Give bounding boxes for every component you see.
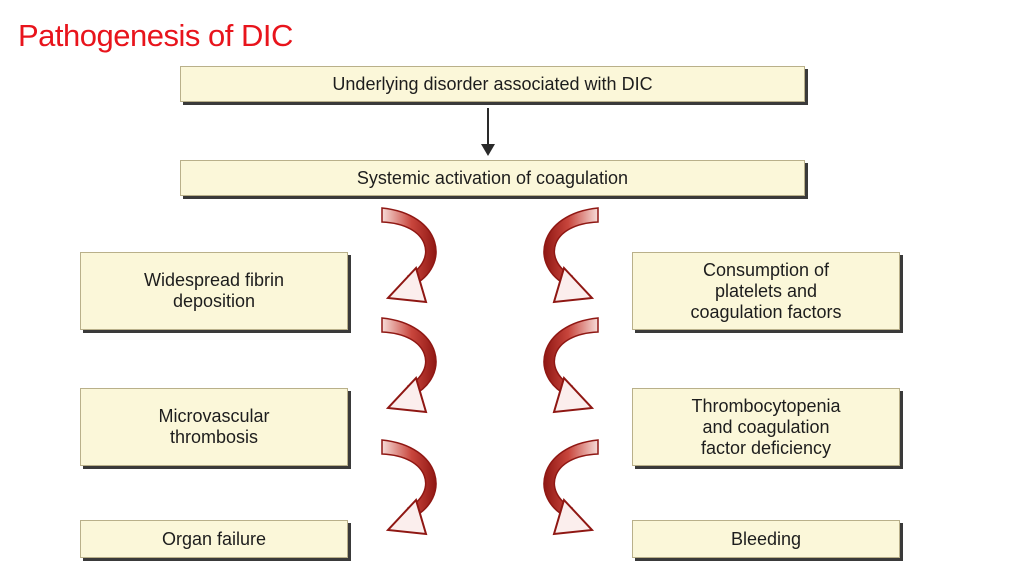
thrombocytopenia-line-3: factor deficiency (700, 437, 832, 458)
left-curve-arrow-1 (381, 207, 437, 303)
thrombocytopenia-box: Thrombocytopenia and coagulation factor … (632, 388, 900, 466)
down-arrow-head (481, 144, 495, 156)
fibrin-deposition-line-1: Widespread fibrin (143, 270, 285, 290)
left-curve-arrow-3 (381, 439, 437, 535)
systemic-activation-box: Systemic activation of coagulation (180, 160, 805, 196)
fibrin-deposition-box: Widespread fibrin deposition (80, 252, 348, 330)
thrombocytopenia-line-2: and coagulation (702, 416, 830, 437)
consumption-box: Consumption of platelets and coagulation… (632, 252, 900, 330)
consumption-line-2: platelets and (714, 280, 818, 301)
microvascular-thrombosis-line-1: Microvascular (158, 406, 270, 426)
bleeding-box: Bleeding (632, 520, 900, 558)
organ-failure-box: Organ failure (80, 520, 348, 558)
right-curve-arrow-2 (543, 317, 599, 413)
thrombocytopenia-line-1: Thrombocytopenia (691, 395, 841, 416)
right-curve-arrow-3 (543, 439, 599, 535)
left-curve-arrow-2 (381, 317, 437, 413)
consumption-line-3: coagulation factors (690, 301, 842, 322)
systemic-activation-label: Systemic activation of coagulation (356, 167, 629, 188)
underlying-disorder-label: Underlying disorder associated with DIC (332, 73, 653, 94)
microvascular-thrombosis-line-2: thrombosis (169, 427, 259, 447)
slide-title: Pathogenesis of DIC (18, 18, 293, 53)
right-curve-arrow-1 (543, 207, 599, 303)
fibrin-deposition-line-2: deposition (172, 291, 256, 311)
microvascular-thrombosis-box: Microvascular thrombosis (80, 388, 348, 466)
organ-failure-label: Organ failure (161, 528, 267, 549)
bleeding-label: Bleeding (730, 528, 802, 549)
underlying-disorder-box: Underlying disorder associated with DIC (180, 66, 805, 102)
consumption-line-1: Consumption of (702, 259, 830, 280)
